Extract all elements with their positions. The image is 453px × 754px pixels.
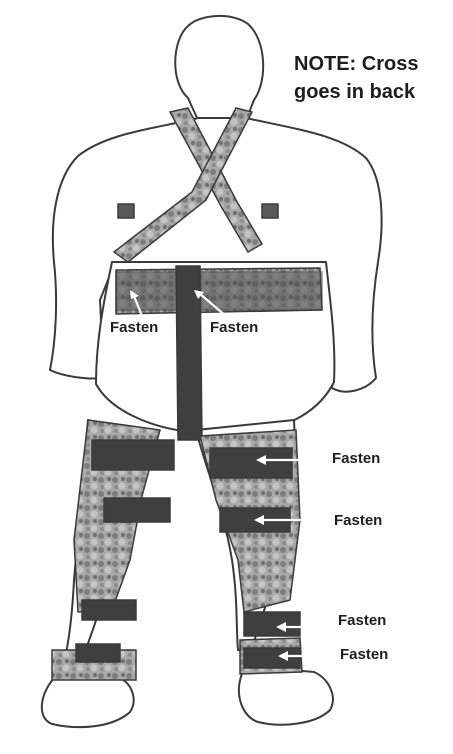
label-fasten-waist-right: Fasten bbox=[210, 319, 258, 336]
label-fasten-ankle-upper: Fasten bbox=[338, 612, 386, 629]
thigh-strap-right bbox=[210, 448, 292, 478]
thigh-strap-left bbox=[92, 440, 174, 470]
label-fasten-thigh-upper: Fasten bbox=[332, 450, 380, 467]
strap-buckle-left bbox=[118, 204, 134, 218]
strap-buckle-right bbox=[262, 204, 278, 218]
arrow-ankle-lower bbox=[278, 651, 330, 661]
label-fasten-thigh-lower: Fasten bbox=[334, 512, 382, 529]
calf-strap-right bbox=[244, 612, 300, 636]
note-text: NOTE: Cross goes in back bbox=[294, 50, 418, 106]
ankle-strap-left bbox=[76, 644, 120, 662]
knee-strap-left bbox=[104, 498, 170, 522]
head-outline bbox=[175, 16, 263, 120]
label-fasten-ankle-lower: Fasten bbox=[340, 646, 388, 663]
right-foot-outline bbox=[239, 666, 333, 725]
calf-strap-left bbox=[82, 600, 136, 620]
left-foot-outline bbox=[42, 676, 134, 727]
label-fasten-waist-left: Fasten bbox=[110, 319, 158, 336]
note-line-2: goes in back bbox=[294, 78, 418, 106]
note-line-1: NOTE: Cross bbox=[294, 50, 418, 78]
arrow-ankle-upper bbox=[276, 622, 330, 632]
ankle-strap-right bbox=[244, 648, 300, 668]
waist-belt-band bbox=[116, 272, 322, 310]
